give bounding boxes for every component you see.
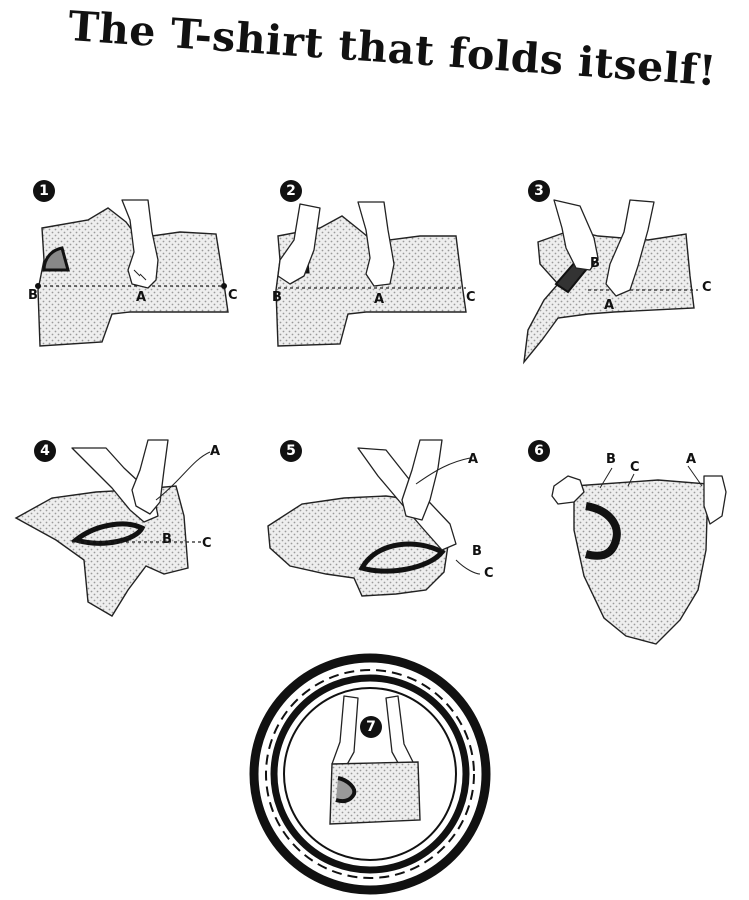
step-2-illustration xyxy=(270,180,485,360)
step-3-label-a: A xyxy=(604,298,614,313)
step-1-label-c: C xyxy=(228,288,238,303)
step-3-label-c: C xyxy=(702,280,712,295)
step-2-label-c: C xyxy=(466,290,476,305)
step-3-illustration xyxy=(518,180,733,370)
step-6-label-b: B xyxy=(606,452,616,467)
step-2-label-b: B xyxy=(272,290,282,305)
step-3-number: 3 xyxy=(528,180,550,202)
step-5-illustration xyxy=(266,440,496,620)
step-6-label-c: C xyxy=(630,460,640,475)
step-2-label-a: A xyxy=(374,292,384,307)
step-2-panel: 2 B A C xyxy=(270,180,485,360)
step-1-number: 1 xyxy=(33,180,55,202)
step-4-number: 4 xyxy=(34,440,56,462)
step-1-illustration xyxy=(30,180,245,360)
step-7-frame-illustration xyxy=(248,652,492,896)
step-5-label-b: B xyxy=(472,544,482,559)
step-5-label-c: C xyxy=(484,566,494,581)
step-4-label-b: B xyxy=(162,532,172,547)
step-4-illustration xyxy=(12,440,242,620)
step-6-panel: 6 B C A xyxy=(528,440,738,650)
step-7-panel: 7 xyxy=(248,652,492,896)
step-4-label-c: C xyxy=(202,536,212,551)
step-6-number: 6 xyxy=(528,440,550,462)
step-3-label-b: B xyxy=(590,256,600,271)
step-1-panel: 1 B A C xyxy=(30,180,245,360)
step-5-number: 5 xyxy=(280,440,302,462)
step-2-number: 2 xyxy=(280,180,302,202)
step-7-number: 7 xyxy=(360,716,382,738)
step-6-label-a: A xyxy=(686,452,696,467)
step-3-panel: 3 B A C xyxy=(518,180,733,370)
step-1-label-a: A xyxy=(136,290,146,305)
page-title: The T-shirt that folds itself! xyxy=(67,2,709,95)
step-5-label-a: A xyxy=(468,452,478,467)
step-5-panel: 5 A B C xyxy=(266,440,496,620)
step-4-panel: 4 A B C xyxy=(12,440,242,620)
step-1-label-b: B xyxy=(28,288,38,303)
step-4-label-a: A xyxy=(210,444,220,459)
